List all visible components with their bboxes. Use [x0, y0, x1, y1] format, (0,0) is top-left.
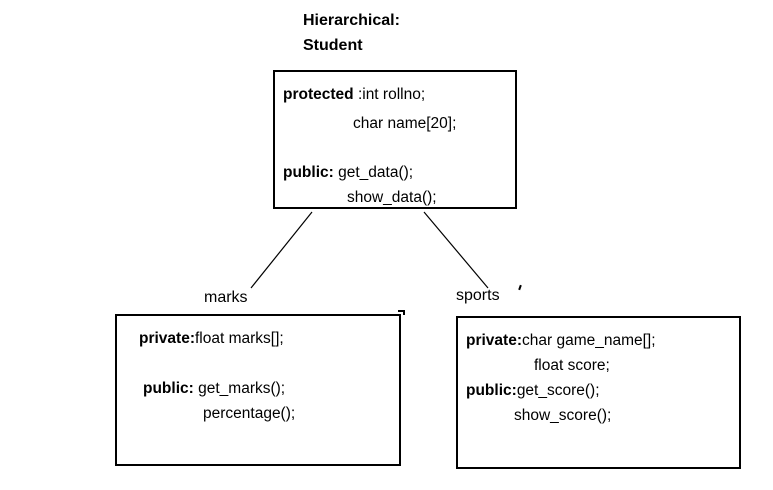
member-text: float score;: [534, 357, 610, 374]
access-specifier-public: public:: [283, 164, 334, 181]
access-specifier-public: public:: [466, 382, 517, 399]
member-text: get_data();: [333, 164, 414, 181]
access-specifier-private: private:: [466, 332, 522, 349]
member-text: get_score();: [516, 382, 600, 399]
connector-line-sports: [423, 211, 489, 289]
member-text: show_score();: [514, 407, 612, 424]
class-member-line: char name[20];: [353, 115, 456, 133]
edge-label-marks: marks: [204, 289, 248, 306]
class-member-line: public: get_data();: [283, 164, 413, 182]
class-member-line: show_score();: [514, 407, 611, 425]
class-member-line: float score;: [534, 357, 610, 375]
class-box-sports[interactable]: private:char game_name[]; float score; p…: [456, 316, 741, 469]
member-text: float marks[];: [195, 330, 284, 347]
member-text: percentage();: [203, 405, 296, 422]
class-box-student[interactable]: protected :int rollno; char name[20]; pu…: [273, 70, 517, 209]
page-title-line-1: Hierarchical:: [303, 12, 400, 29]
access-specifier-public: public:: [143, 380, 194, 397]
member-text: char game_name[];: [522, 332, 656, 349]
member-text: char name[20];: [353, 115, 457, 132]
edge-label-sports: sports: [456, 287, 500, 304]
class-member-line: private:float marks[];: [139, 330, 284, 348]
access-specifier-private: private:: [139, 330, 195, 347]
class-member-line: private:char game_name[];: [466, 332, 656, 350]
class-box-marks[interactable]: private:float marks[]; public: get_marks…: [115, 314, 401, 466]
connector-line-marks: [250, 211, 313, 289]
stray-mark-left: [398, 310, 405, 312]
diagram-title: Hierarchical: Student: [303, 8, 533, 58]
class-member-line: public:get_score();: [466, 382, 600, 400]
stray-mark-left-tail: [403, 310, 405, 315]
class-member-line: percentage();: [203, 405, 295, 423]
member-text: show_data();: [347, 189, 437, 206]
page-title-line-2: Student: [303, 37, 363, 54]
class-member-line: public: get_marks();: [143, 380, 285, 398]
class-member-line: show_data();: [347, 189, 437, 207]
member-text: get_marks();: [193, 380, 286, 397]
access-specifier-protected: protected: [283, 86, 358, 103]
member-text: :int rollno;: [357, 86, 426, 103]
class-member-line: protected :int rollno;: [283, 86, 425, 104]
